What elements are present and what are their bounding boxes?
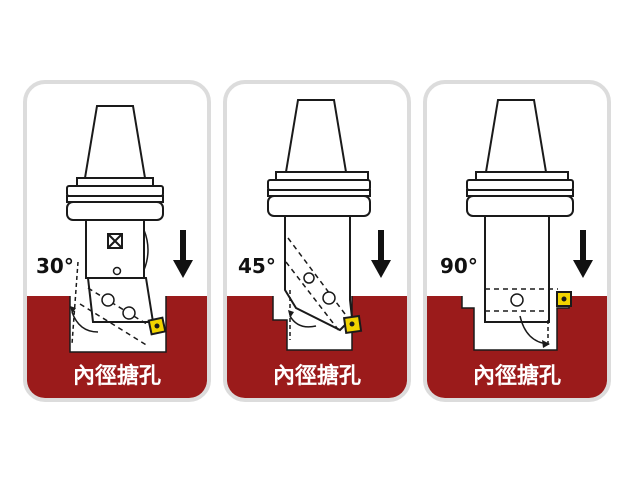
angle-indicator — [519, 315, 550, 348]
panel-title: 內徑搪孔 — [273, 363, 361, 389]
workpiece — [27, 296, 207, 398]
bore-cavity — [69, 296, 167, 353]
cutting-insert-icon — [342, 314, 363, 335]
angle-label: 45° — [238, 254, 276, 278]
tool-flange — [76, 177, 154, 187]
arrow-down-icon — [371, 230, 391, 278]
cutting-insert-icon — [147, 316, 167, 336]
panel-title: 內徑搪孔 — [73, 363, 161, 389]
panel-title: 內徑搪孔 — [473, 363, 561, 389]
angle-label: 90° — [440, 254, 478, 278]
arrow-down-icon — [173, 230, 193, 278]
bore-cavity — [461, 296, 570, 351]
workpiece — [427, 296, 607, 398]
arrow-down-icon — [573, 230, 593, 278]
panel-90-degree: 90° 內徑搪孔 — [423, 80, 611, 402]
workpiece — [227, 296, 407, 398]
panel-30-degree: 30° 內徑搪孔 — [23, 80, 211, 402]
angle-indicator — [70, 261, 99, 345]
tool-flange — [275, 171, 369, 181]
bore-cavity — [272, 296, 353, 351]
cutting-insert-icon — [556, 291, 572, 307]
angle-label: 30° — [36, 254, 74, 278]
square-screw-icon — [107, 233, 123, 249]
panel-45-degree: 45° 內徑搪孔 — [223, 80, 411, 402]
tool-flange — [475, 171, 569, 181]
angle-indicator — [288, 290, 317, 340]
